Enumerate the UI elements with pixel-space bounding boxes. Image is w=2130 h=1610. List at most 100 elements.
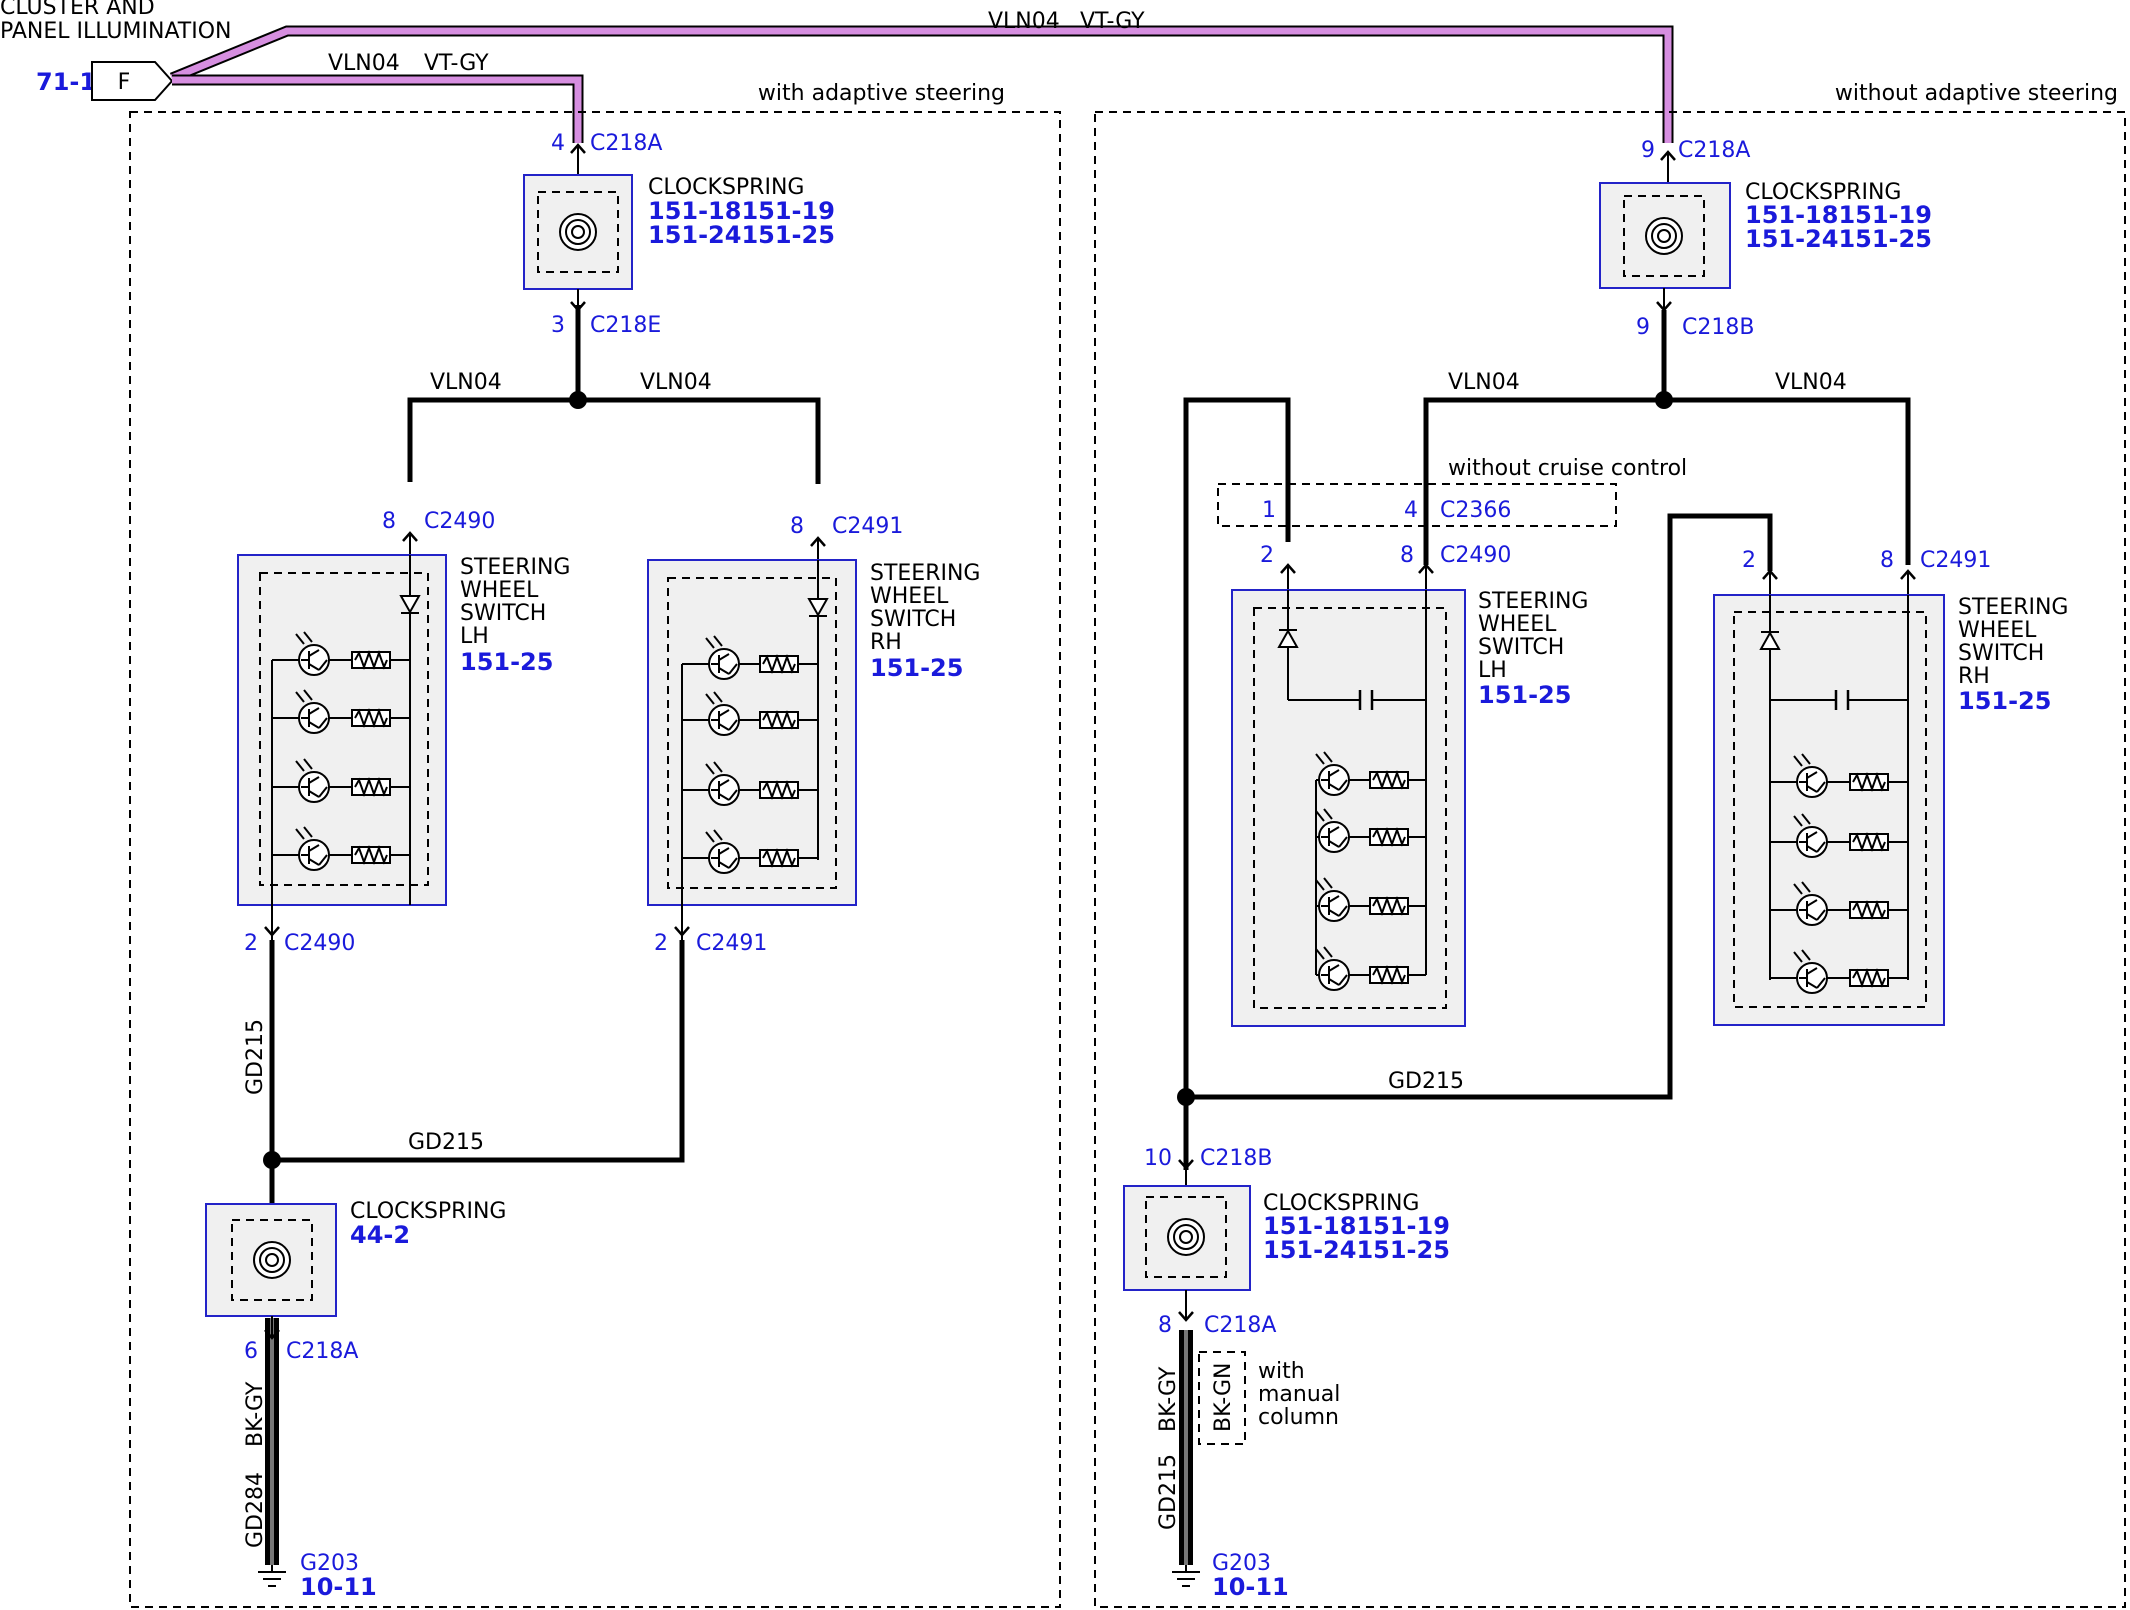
switch-rh-right-label-4: RH xyxy=(1958,664,1990,689)
pin-4-label: 4 xyxy=(551,131,565,156)
wire-gd215-left-horizontal: GD215 xyxy=(408,1130,484,1155)
pin-9-label: 9 xyxy=(1641,138,1655,163)
c218a-label: C218A xyxy=(286,1339,358,1364)
switch-rh-ref: 151-25 xyxy=(870,654,963,682)
pin-8-label: 8 xyxy=(1880,548,1894,573)
switch-lh-label-3: SWITCH xyxy=(460,601,546,626)
resistor-icon xyxy=(1849,833,1889,851)
switch-rh-box xyxy=(647,559,857,906)
pin-8-label: 8 xyxy=(382,509,396,534)
resistor-icon xyxy=(351,778,391,796)
switch-lh-label-2: WHEEL xyxy=(460,578,539,603)
c218b-label: C218B xyxy=(1200,1146,1272,1171)
switch-rh-right-ref: 151-25 xyxy=(1958,687,2051,715)
c218a-label: C218A xyxy=(1678,138,1750,163)
wire-left-top-label: VLN04 xyxy=(328,51,400,76)
clockspring-right-bottom-label: CLOCKSPRING xyxy=(1263,1191,1419,1216)
switch-rh-circuit xyxy=(681,560,828,940)
ground-left-ref: 10-11 xyxy=(300,1573,377,1601)
resistor-icon xyxy=(1849,901,1889,919)
clockspring-right-top-label: CLOCKSPRING xyxy=(1745,180,1901,205)
switch-lh-right-label-2: WHEEL xyxy=(1478,612,1557,637)
pin-1-label: 1 xyxy=(1262,498,1276,523)
wire-vln04-right-a: VLN04 xyxy=(1448,370,1520,395)
switch-lh-inner xyxy=(259,572,429,886)
cruise-control-box xyxy=(1217,483,1617,527)
resistor-icon xyxy=(1369,828,1409,846)
wire-bk-gn-right: BK-GN xyxy=(1211,1363,1236,1432)
wire-left-top-color: VT-GY xyxy=(424,51,489,76)
switch-rh-label-1: STEERING xyxy=(870,561,980,586)
switch-lh-right-inner xyxy=(1253,607,1447,1009)
connector-f-label: F xyxy=(118,70,131,95)
wire-bk-gy-right: BK-GY xyxy=(1156,1366,1181,1432)
splice-right-top xyxy=(1655,391,1673,409)
pin-8-label: 8 xyxy=(1400,543,1414,568)
c2491-label: C2491 xyxy=(1920,548,1991,573)
connector-f-symbol xyxy=(91,61,174,101)
switch-lh-label-4: LH xyxy=(460,624,489,649)
switch-rh-label-2: WHEEL xyxy=(870,584,949,609)
pin-10-label: 10 xyxy=(1144,1146,1172,1171)
wire-gd215-right-vertical: GD215 xyxy=(1156,1454,1181,1530)
wire-vln04-left-a: VLN04 xyxy=(430,370,502,395)
wire-gd284-left: GD284 xyxy=(243,1472,268,1548)
resistor-icon xyxy=(351,651,391,669)
section-right-box xyxy=(1094,111,2126,1608)
switch-lh-right-circuit xyxy=(1278,590,1427,991)
splice-left-top xyxy=(569,391,587,409)
pin-9-label: 9 xyxy=(1636,315,1650,340)
resistor-icon xyxy=(1849,969,1889,987)
switch-lh-circuit xyxy=(271,555,420,940)
switch-lh-right-label-3: SWITCH xyxy=(1478,635,1564,660)
switch-rh-right-label-3: SWITCH xyxy=(1958,641,2044,666)
manual-column-label-3: column xyxy=(1258,1405,1339,1430)
wire-gd215-right-horizontal: GD215 xyxy=(1388,1069,1464,1094)
switch-lh-box xyxy=(237,554,447,906)
switch-rh-right-box xyxy=(1713,594,1945,1026)
switch-rh-right-circuit xyxy=(1760,595,1909,994)
switch-rh-inner xyxy=(667,577,837,889)
pin-3-label: 3 xyxy=(551,313,565,338)
section-left-box xyxy=(129,111,1061,1608)
pin-6-label: 6 xyxy=(244,1339,258,1364)
clockspring-right-bottom-ref1: 151-18151-19 xyxy=(1263,1212,1450,1240)
wire-vln04-left-b: VLN04 xyxy=(640,370,712,395)
pin-8-label: 8 xyxy=(1158,1313,1172,1338)
manual-column-label-1: with xyxy=(1258,1359,1305,1384)
ground-left-name: G203 xyxy=(300,1551,359,1576)
resistor-icon xyxy=(1369,771,1409,789)
clockspring-left-bottom-ref: 44-2 xyxy=(350,1221,410,1249)
switch-lh-right-ref: 151-25 xyxy=(1478,681,1571,709)
switch-rh-right-label-2: WHEEL xyxy=(1958,618,2037,643)
wire-gd215-left-vertical: GD215 xyxy=(243,1019,268,1095)
pin-2-label: 2 xyxy=(1742,548,1756,573)
resistor-icon xyxy=(1369,966,1409,984)
pin-8-label: 8 xyxy=(790,514,804,539)
c2490-label: C2490 xyxy=(284,931,355,956)
resistor-icon xyxy=(759,781,799,799)
resistor-icon xyxy=(351,709,391,727)
switch-lh-label-1: STEERING xyxy=(460,555,570,580)
cruise-control-label: without cruise control xyxy=(1448,456,1687,481)
manual-column-label-2: manual xyxy=(1258,1382,1340,1407)
c2491-label: C2491 xyxy=(832,514,903,539)
c2490-label: C2490 xyxy=(424,509,495,534)
resistor-icon xyxy=(759,655,799,673)
clockspring-left-bottom-label: CLOCKSPRING xyxy=(350,1199,506,1224)
wire-top-label: VLN04 xyxy=(988,9,1060,34)
header-title-line1: CLUSTER AND xyxy=(0,0,155,20)
wire-top-color: VT-GY xyxy=(1080,9,1145,34)
resistor-icon xyxy=(759,711,799,729)
clockspring-left-top-label: CLOCKSPRING xyxy=(648,175,804,200)
switch-rh-label-3: SWITCH xyxy=(870,607,956,632)
c2366-label: C2366 xyxy=(1440,498,1511,523)
c2491-label: C2491 xyxy=(696,931,767,956)
section-right-label: without adaptive steering xyxy=(1835,81,2118,106)
switch-rh-right-label-1: STEERING xyxy=(1958,595,2068,620)
header-ref: 71-1 xyxy=(36,68,96,96)
section-left-label: with adaptive steering xyxy=(758,81,1005,106)
ground-right-ref: 10-11 xyxy=(1212,1573,1289,1601)
c218a-label: C218A xyxy=(1204,1313,1276,1338)
